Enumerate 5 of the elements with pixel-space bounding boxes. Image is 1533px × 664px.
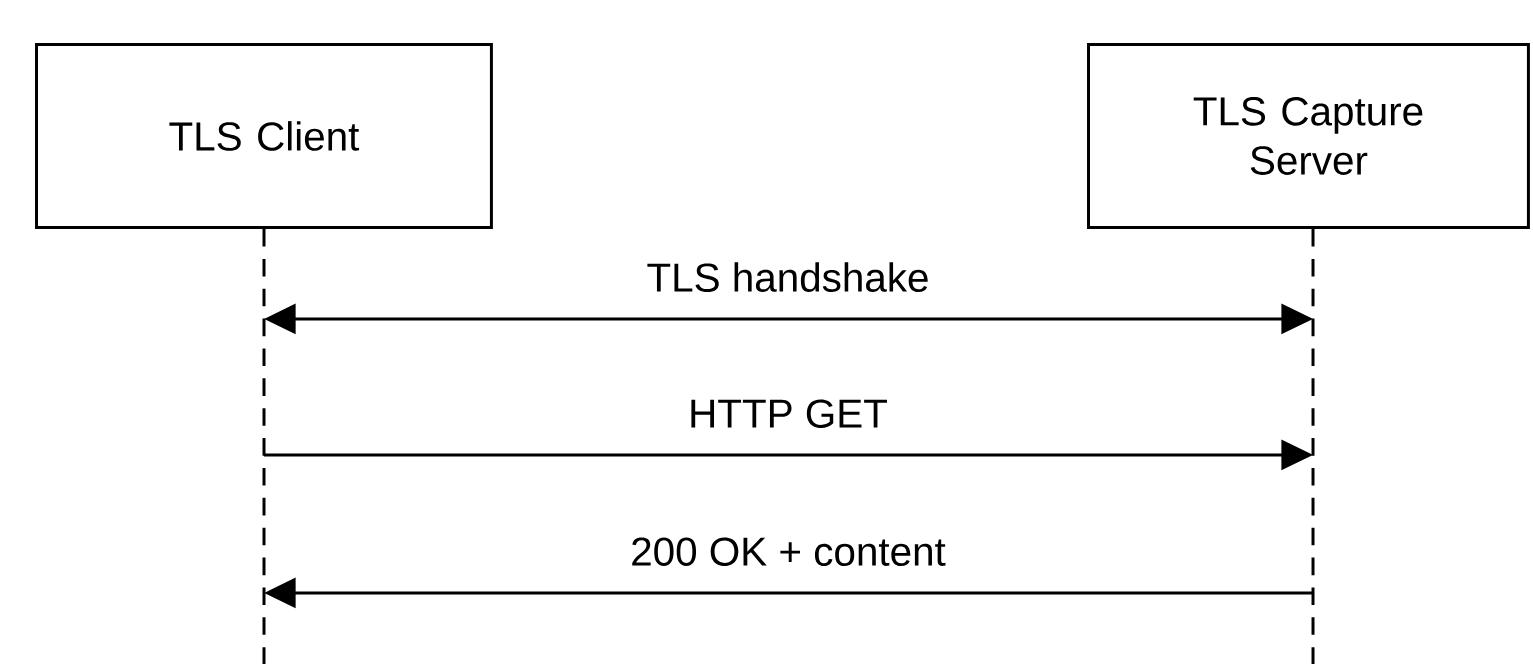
edge-label: 200 OK + content (626, 533, 950, 570)
participant-box: TLS Client (35, 43, 493, 229)
participant-box: TLS Capture Server (1087, 43, 1530, 229)
edge-label: HTTP GET (684, 395, 892, 432)
edge-label: TLS handshake (642, 258, 934, 296)
